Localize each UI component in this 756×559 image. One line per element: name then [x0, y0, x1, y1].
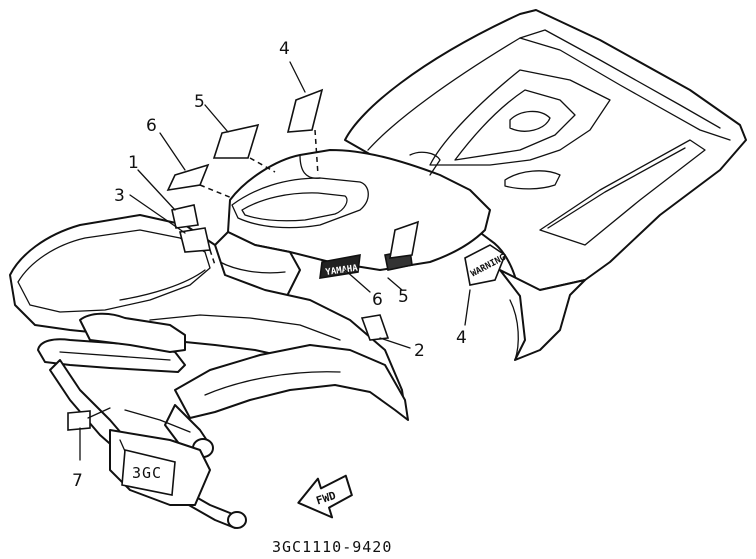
- decal-1: [171, 204, 199, 229]
- callout-5-tank: 5: [398, 287, 409, 307]
- front-plate: 3GC: [121, 449, 176, 496]
- decal-3: [179, 227, 211, 253]
- diagram-part-number: 3GC1110-9420: [272, 538, 392, 556]
- callout-5-top: 5: [194, 92, 205, 112]
- decal-4-warning: WARNING: [464, 244, 508, 286]
- fwd-arrow: FWD: [297, 474, 353, 519]
- front-plate-text: 3GC: [132, 464, 162, 482]
- callout-2: 2: [414, 341, 425, 361]
- callout-4-top: 4: [279, 39, 290, 59]
- callouts: 4 5 6 1 3 5 6 4 2 7: [72, 39, 467, 491]
- callout-6-top: 6: [146, 116, 157, 136]
- decal-4-top: [286, 88, 324, 133]
- rear-fender: [344, 9, 747, 361]
- decal-5-top: [212, 123, 260, 159]
- leader-lines: [79, 61, 471, 461]
- fwd-arrow-label: FWD: [315, 489, 338, 508]
- decals: YAMAHA WARNING: [67, 88, 508, 431]
- front-bumper: 3GC: [37, 312, 247, 529]
- callout-1: 1: [128, 153, 139, 173]
- callout-7: 7: [72, 471, 83, 491]
- callout-4-rear: 4: [456, 328, 467, 348]
- callout-6-yamaha: 6: [372, 290, 383, 310]
- decal-2: [360, 314, 390, 341]
- front-fender: [9, 214, 409, 421]
- decal-7: [67, 410, 91, 431]
- callout-3: 3: [114, 186, 125, 206]
- decal-warning-plate: [389, 220, 420, 259]
